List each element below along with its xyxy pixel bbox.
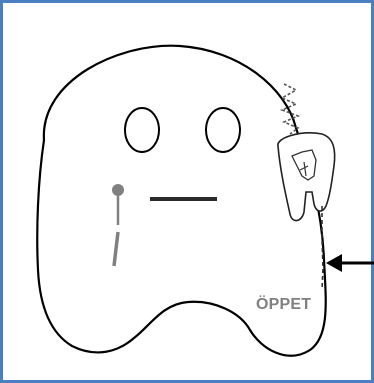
open-label: ÖPPET <box>256 296 311 314</box>
right-eye <box>206 108 240 152</box>
tear-dot <box>112 184 124 196</box>
mouth-bar <box>150 197 217 201</box>
left-eye <box>125 108 159 152</box>
zipper-seam <box>322 206 323 290</box>
arrow-left-icon <box>326 254 374 272</box>
tear-line-lower <box>114 232 118 266</box>
zipper-pull-icon <box>278 133 335 221</box>
